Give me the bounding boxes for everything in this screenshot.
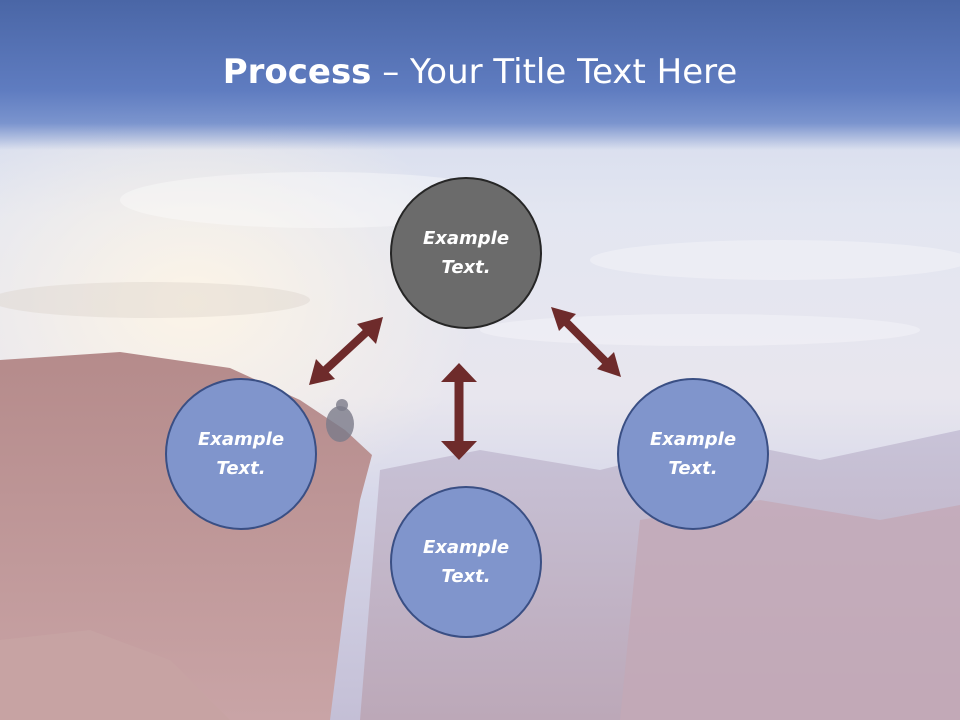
process-node-right-label: Example Text.: [649, 429, 737, 479]
process-node-top[interactable]: Example Text.: [390, 177, 542, 329]
title-bar: [0, 0, 960, 150]
process-node-bottom-label: Example Text.: [422, 537, 510, 587]
process-node-left-label: Example Text.: [197, 429, 285, 479]
slide-title-bold: Process: [222, 52, 372, 92]
process-node-top-label: Example Text.: [422, 228, 510, 278]
process-node-right[interactable]: Example Text.: [617, 378, 769, 530]
process-node-left[interactable]: Example Text.: [165, 378, 317, 530]
slide-title: Process – Your Title Text Here: [0, 52, 960, 92]
process-node-bottom[interactable]: Example Text.: [390, 486, 542, 638]
slide-title-rest: – Your Title Text Here: [371, 52, 738, 92]
